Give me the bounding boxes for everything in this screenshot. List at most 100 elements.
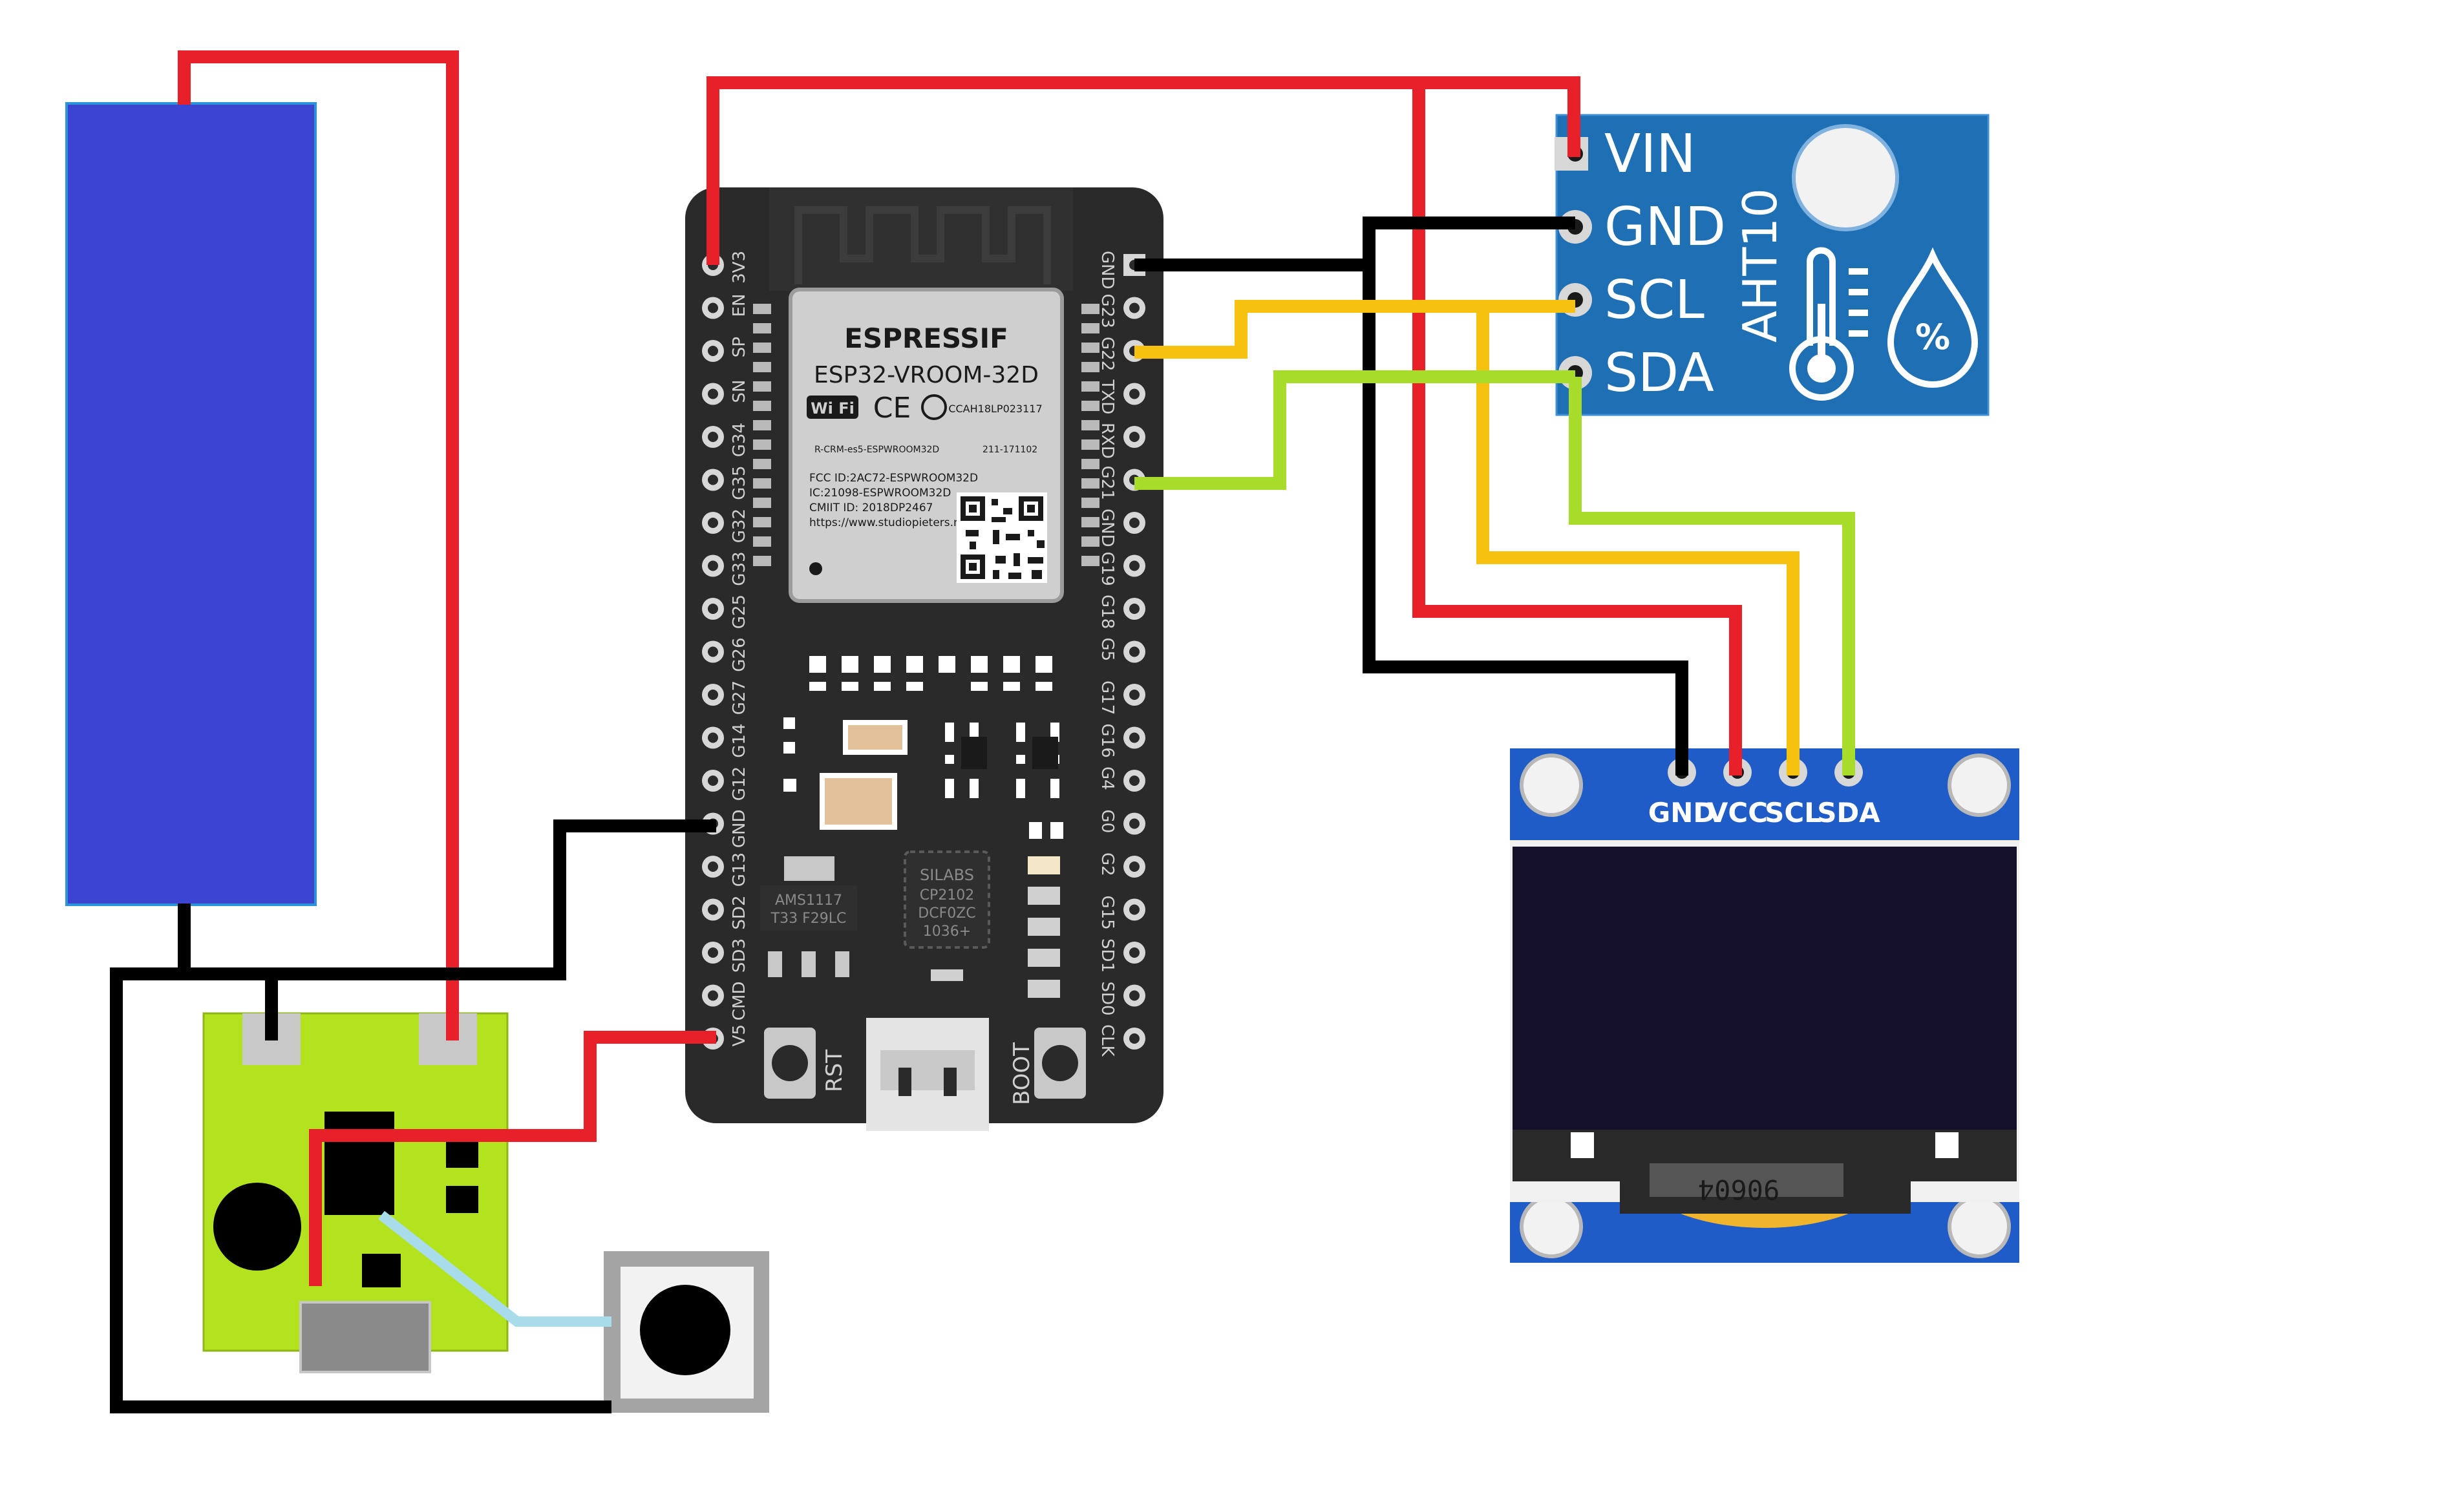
pin-label: G21 [1098,466,1117,500]
pin-label: G5 [1098,638,1117,662]
mounting-hole [1948,1195,2011,1258]
pin-label: G25 [730,595,749,629]
pin-clk: CLK [1098,1024,1145,1057]
pin-label: 3V3 [730,251,749,284]
oled-pin-sda: SDA [1817,758,1880,829]
pin-label: G22 [1098,337,1117,371]
pin-sd3: SD3 [702,938,749,973]
voltage-regulator [760,885,857,931]
charger-inductor [213,1183,301,1271]
kc-code-2: 211-171102 [982,445,1037,455]
pin-g0: G0 [1098,810,1145,835]
antenna-trace [794,206,1051,284]
wire-3v3-power [706,76,1580,265]
wires [110,50,1855,1413]
pin-label: G16 [1098,724,1117,758]
usb-chip-label-4: 1036+ [923,924,971,940]
pin-g19: G19 [1098,552,1145,586]
wire-vcc-branch [1412,83,1742,776]
pin-label: G23 [1098,294,1117,328]
battery [65,102,317,906]
regulator-label-1: AMS1117 [775,892,842,909]
mounting-hole [1520,1195,1583,1258]
charger-module [202,1012,509,1373]
pin-label: GND [730,810,749,849]
esp32-devkit: ESPRESSIF ESP32-VROOM-32D Wi Fi CE CCAH1… [685,187,1163,1131]
pin-label: G2 [1098,852,1117,876]
pin-label: G18 [1098,595,1117,629]
pin-g17: G17 [1098,681,1145,715]
wire-scl [1134,300,1575,359]
oled-pin-label: SCL [1765,797,1821,829]
kc-code: R-CRM-es5-ESPWROOM32D [814,445,939,455]
wire-sda [1134,370,1575,490]
pin-label: G32 [730,509,749,543]
sensor-title: AHT10 [1733,188,1787,343]
wire-scl-oled [1476,306,1800,776]
qr-code [957,492,1047,583]
sensor-pin-label: VIN [1604,123,1696,185]
sensor-pin-gnd: GND [1558,196,1726,258]
oled-pin-label: SDA [1817,797,1880,829]
pin-en: EN [702,294,749,319]
ribbon-code: 90604 [1698,1174,1779,1205]
boot-button[interactable] [1034,1028,1086,1099]
pin-label: V5 [730,1024,749,1046]
module-brand: ESPRESSIF [844,322,1008,354]
module-url: https://www.studiopieters.nl [809,516,964,529]
wire-gnd-sensor [1134,216,1575,271]
pin-g14: G14 [702,724,749,758]
pin-sd2: SD2 [702,896,749,930]
pin-label: SD0 [1098,982,1117,1016]
usb-uart-chip [904,850,990,949]
wire-switch-signal [378,1210,611,1327]
pin-label: EN [730,294,749,317]
pin-label: G4 [1098,766,1117,790]
pin-cmd: CMD [702,982,749,1021]
oled-screen [1513,847,2017,1130]
charger-chip [324,1112,394,1215]
usb-chip-label-1: SILABS [920,866,974,884]
pin-txd: TXD [1098,379,1145,415]
pin-label: G33 [730,552,749,586]
wire-switch-ground [110,967,611,1413]
sensor-pin-label: GND [1604,196,1726,258]
wire-battery-negative [178,903,278,1040]
oled-pin-label: GND [1648,797,1716,829]
pin-label: G19 [1098,552,1117,586]
pin-label: CMD [730,982,749,1021]
wire-sda-oled [1569,377,1855,776]
pin-label: G35 [730,466,749,500]
pin-label: SD2 [730,896,749,930]
boot-label: BOOT [1009,1042,1035,1105]
pin-label: TXD [1098,379,1117,415]
cert-code: CCAH18LP023117 [948,403,1042,415]
wire-battery-positive [178,50,459,1040]
pin-label: G17 [1098,681,1117,715]
capacitor-small [843,720,908,755]
ic-id: IC:21098-ESPWROOM32D [809,487,951,500]
pin-g27: G27 [702,681,749,715]
humidity-symbol: % [1915,317,1950,357]
pin-label: SD1 [1098,938,1117,973]
mounting-hole [1520,754,1583,817]
pin-label: SN [730,380,749,403]
rst-button[interactable] [764,1028,816,1099]
pin-sd0: SD0 [1098,982,1145,1016]
ce-mark: CE [873,392,911,425]
pin-g2: G2 [1098,852,1145,878]
pin-label: G15 [1098,896,1117,930]
wire-charger-to-esp-gnd [271,819,716,980]
left-pin-header: 3V3ENSPSNG34G35G32G33G25G26G27G14G12GNDG… [702,251,749,1050]
pin-label: G14 [730,724,749,758]
pin-label: GND [1098,251,1117,290]
pin-sp: SP [702,337,749,362]
pin-gnd: GND [1098,509,1145,547]
wire-gnd-oled [1363,223,1688,776]
pin-g15: G15 [1098,896,1145,930]
pin-g18: G18 [1098,595,1145,629]
sensor-pin-label: SDA [1604,343,1714,404]
pin-g26: G26 [702,638,749,672]
